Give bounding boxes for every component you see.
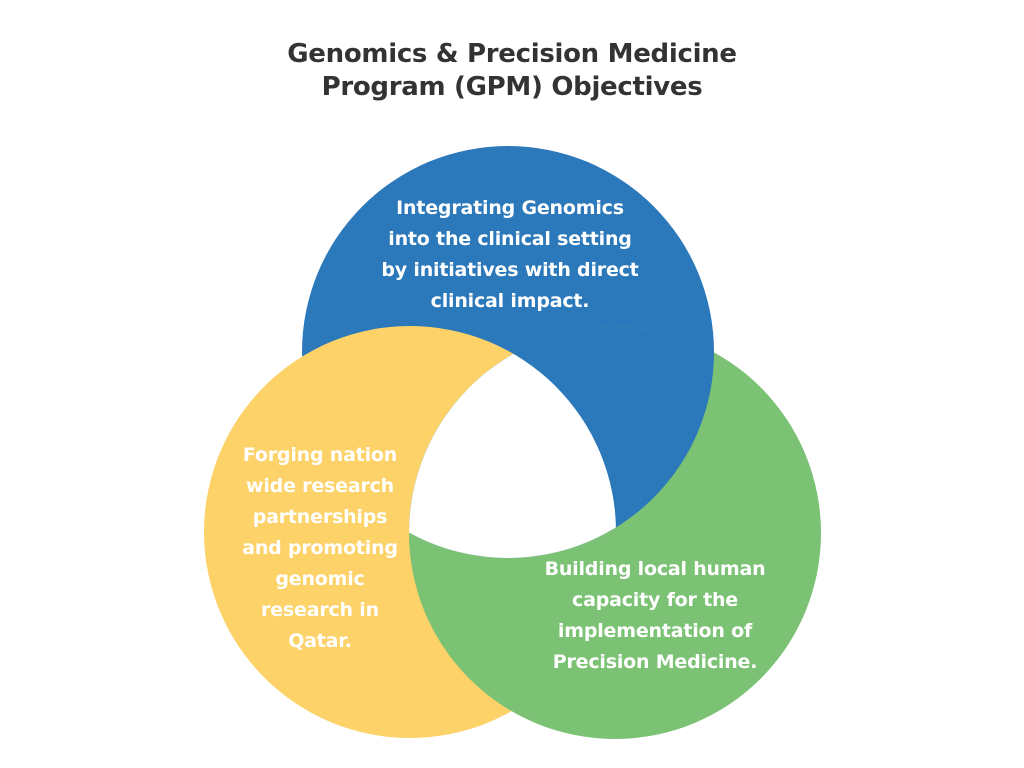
objective-line: into the clinical setting bbox=[388, 228, 632, 250]
objective-human-capacity: Building local human capacity for the im… bbox=[515, 554, 795, 678]
objective-research-partnerships: Forging nation wide research partnership… bbox=[215, 440, 425, 657]
objective-clinical-integration: Integrating Genomics into the clinical s… bbox=[355, 193, 665, 317]
title-line-1: Genomics & Precision Medicine bbox=[287, 39, 737, 69]
objective-line: Integrating Genomics bbox=[396, 197, 624, 219]
objective-line: Forging nation bbox=[242, 444, 398, 466]
objective-line: capacity for the bbox=[572, 589, 738, 611]
objective-line: Building local human bbox=[544, 558, 766, 580]
objective-line: wide research bbox=[246, 475, 394, 497]
objective-line: Precision Medicine. bbox=[552, 651, 758, 673]
objective-line: partnerships bbox=[252, 506, 388, 528]
title-line-2: Program (GPM) Objectives bbox=[321, 72, 703, 102]
objective-line: implementation of bbox=[557, 620, 753, 642]
diagram-title: Genomics & Precision Medicine Program (G… bbox=[0, 38, 1024, 104]
objective-line: genomic bbox=[275, 568, 365, 590]
objective-line: by initiatives with direct bbox=[381, 259, 639, 281]
objective-line: Qatar. bbox=[288, 630, 352, 652]
objective-line: and promoting bbox=[242, 537, 398, 559]
objective-line: clinical impact. bbox=[430, 290, 590, 312]
objective-line: research in bbox=[261, 599, 379, 621]
